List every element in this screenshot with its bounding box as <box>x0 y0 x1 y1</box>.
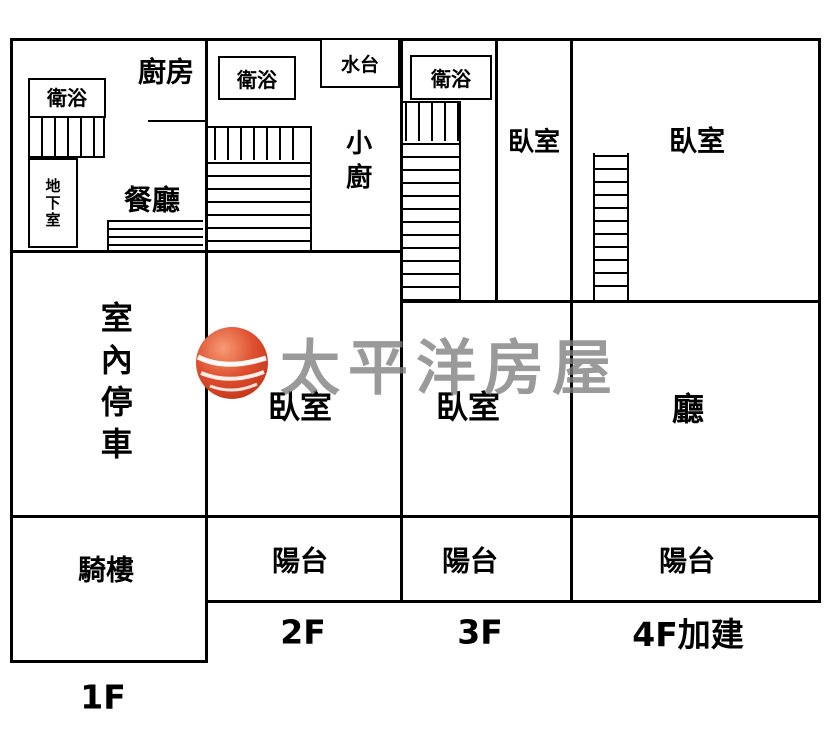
stairs-right-2f <box>310 126 312 252</box>
bathroom-box-1f: 衛浴 <box>28 78 106 118</box>
basement-label-1f: 地下室 <box>43 177 62 229</box>
stairs-top-3f <box>403 101 461 103</box>
wall-mid-right <box>400 300 821 303</box>
stairs-comb-3f <box>405 103 459 141</box>
wall-col1-right <box>205 38 208 663</box>
wall-floor1-bottom <box>10 660 208 663</box>
living-label-4f: 廳 <box>671 390 705 429</box>
stairs-comb-right-1f <box>103 118 105 156</box>
bathroom-label-3f: 衛浴 <box>431 67 471 91</box>
bathroom-label-1f: 衛浴 <box>47 85 87 110</box>
basement-box-1f: 地下室 <box>28 158 78 248</box>
arcade-label-1f: 騎樓 <box>77 553 135 587</box>
floor1-label: 1F <box>80 677 126 717</box>
floor3-label: 3F <box>457 612 503 652</box>
dining-label-1f: 餐廳 <box>123 183 181 217</box>
bedroom-label-4f: 臥室 <box>668 124 726 158</box>
floor2-label: 2F <box>280 612 326 652</box>
wall-mid-left <box>10 250 403 253</box>
kitchen-divider-1f <box>148 120 205 122</box>
bathroom-box-3f: 衛浴 <box>410 55 492 100</box>
wall-col2-right <box>400 38 403 603</box>
balcony-label-2f: 陽台 <box>271 544 329 578</box>
floor4-label: 4F加建 <box>632 615 744 654</box>
stairs-right-3f <box>459 101 461 302</box>
bedroom-upper-label-3f: 臥室 <box>507 127 561 158</box>
wall-outer-right <box>818 38 821 603</box>
bathroom-label-2f: 衛浴 <box>237 67 277 92</box>
stairs-comb-bottom-1f <box>28 156 105 158</box>
stairs-shaft-left-4f <box>593 153 595 301</box>
stairs-treads-2f <box>208 162 310 251</box>
wall-balcony-top <box>10 515 821 518</box>
stairs-shaft-right-4f <box>627 153 629 301</box>
wall-col3-right <box>570 38 573 603</box>
wall-outer-left <box>10 38 13 663</box>
small-kitchen-label-2f: 小廚 <box>341 129 372 197</box>
wall-balcony-bottom <box>205 600 821 603</box>
watermark: 太平洋房屋 <box>194 324 620 404</box>
stairs-treads-3f <box>403 143 459 300</box>
bathroom-box-2f: 衛浴 <box>218 56 296 100</box>
parking-label-1f: 室內停車 <box>95 301 134 469</box>
stairs-comb-2f <box>214 128 298 160</box>
stairs-comb-1f <box>28 118 104 156</box>
balcony-label-3f: 陽台 <box>441 544 499 578</box>
bedroom-label-3f: 臥室 <box>435 388 501 427</box>
water-counter-label-2f: 水台 <box>340 53 379 76</box>
balcony-label-4f: 陽台 <box>658 544 716 578</box>
wall-3f-inner <box>495 38 498 303</box>
kitchen-label-1f: 廚房 <box>137 55 195 89</box>
bedroom-label-2f: 臥室 <box>267 388 333 427</box>
stairs-treads-1f <box>107 220 203 252</box>
stairs-top-2f <box>205 126 312 128</box>
water-counter-box-2f: 水台 <box>320 38 400 88</box>
wall-outer-top <box>10 38 821 41</box>
stairs-treads-4f <box>595 155 627 297</box>
